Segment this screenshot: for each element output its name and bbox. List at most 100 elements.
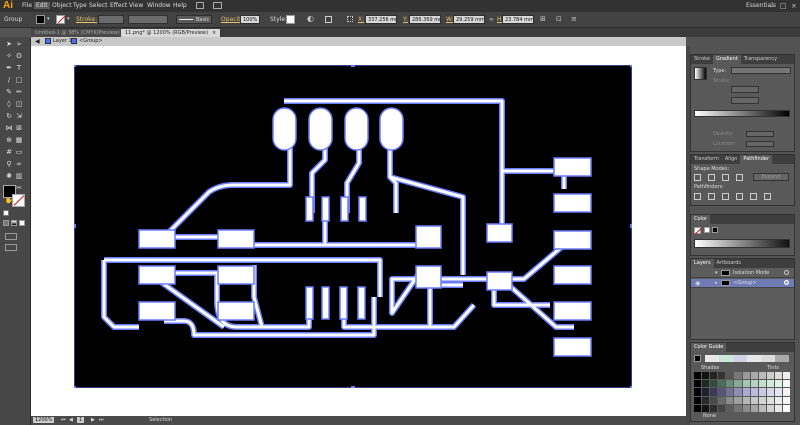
base-color-swatch[interactable] <box>694 355 701 362</box>
color-black-icon[interactable] <box>712 227 718 233</box>
workspace-switcher[interactable]: Essentials <box>745 2 776 9</box>
tab-color[interactable]: Color <box>691 215 711 224</box>
column-graph-tool-icon[interactable]: ▥ <box>15 172 23 180</box>
layer-row[interactable]: ▾ Isolation Mode <box>691 269 794 278</box>
stroke-weight-field[interactable] <box>98 15 124 24</box>
color-none-icon[interactable] <box>694 227 702 235</box>
breadcrumb-layer[interactable]: Layer 1 <box>53 38 72 44</box>
color-spectrum[interactable] <box>694 239 790 248</box>
target-icon[interactable] <box>784 280 789 285</box>
stroke-swatch[interactable] <box>56 15 66 24</box>
blend-tool-icon[interactable]: ∞ <box>16 160 22 168</box>
color-white-icon[interactable] <box>704 227 710 233</box>
last-artboard-icon[interactable]: ⏭ <box>99 417 104 423</box>
brush-definition[interactable]: Basic <box>176 15 212 24</box>
symbol-sprayer-tool-icon[interactable]: ✺ <box>6 172 12 180</box>
harmony-strip[interactable] <box>705 355 789 362</box>
recolor-artwork-icon[interactable]: ◐ <box>307 14 314 23</box>
pen-tool-icon[interactable]: ✒ <box>6 64 12 72</box>
tab-transparency[interactable]: Transparency <box>743 56 778 62</box>
tab-align[interactable]: Align <box>724 156 738 162</box>
transform-icon[interactable]: ⊞ <box>540 15 546 23</box>
color-mode-icon[interactable] <box>3 220 9 226</box>
type-tool-icon[interactable]: T <box>16 64 22 72</box>
perspective-grid-tool-icon[interactable]: ▦ <box>15 136 23 144</box>
screen-mode-icon[interactable] <box>5 244 17 251</box>
layer-name[interactable]: <Group> <box>733 280 757 286</box>
h-field[interactable]: 23.784 mm <box>502 15 534 24</box>
bridge-icon[interactable] <box>196 2 204 9</box>
arrange-documents-icon[interactable] <box>213 2 222 9</box>
stroke-color-icon[interactable] <box>12 194 25 207</box>
slice-tool-icon[interactable]: ✂ <box>16 184 22 192</box>
y-label[interactable]: Y: <box>403 16 408 23</box>
scale-tool-icon[interactable]: ⇲ <box>16 112 22 120</box>
expand-button[interactable]: Expand <box>753 173 789 181</box>
graphic-style-swatch[interactable] <box>286 15 295 24</box>
minimize-icon[interactable]: – <box>770 2 774 10</box>
link-icon[interactable]: ∞ <box>489 16 494 23</box>
maximize-icon[interactable]: □ <box>780 2 787 10</box>
tab-pathfinder[interactable]: Pathfinder <box>740 155 773 164</box>
pcb-artwork[interactable] <box>74 65 632 388</box>
gradient-tool-icon[interactable]: ▭ <box>15 148 23 156</box>
direct-selection-tool-icon[interactable]: ➢ <box>16 40 22 48</box>
drawing-mode-icon[interactable] <box>5 233 17 240</box>
intersect-icon[interactable] <box>722 174 729 181</box>
menu-file[interactable]: File <box>22 2 33 9</box>
chevron-down-icon[interactable]: ▾ <box>47 16 50 22</box>
rotate-tool-icon[interactable]: ↻ <box>6 112 12 120</box>
exclude-icon[interactable] <box>736 174 743 181</box>
opacity-field[interactable]: 100% <box>240 15 260 24</box>
align-icon[interactable] <box>325 16 332 23</box>
gradient-opacity-field[interactable] <box>746 131 774 137</box>
tab-transform[interactable]: Transform <box>694 156 719 162</box>
eye-icon[interactable]: ◉ <box>695 280 701 287</box>
lasso-tool-icon[interactable]: ʘ <box>16 52 22 60</box>
divide-icon[interactable] <box>694 193 701 200</box>
close-icon[interactable]: × <box>212 30 217 36</box>
tab-color-guide[interactable]: Color Guide <box>691 343 727 352</box>
tab-11-png[interactable]: 11.png* @ 1200% (RGB/Preview)× <box>121 29 222 37</box>
canvas[interactable] <box>31 46 686 416</box>
chevron-down-icon[interactable]: ▾ <box>67 16 70 22</box>
tab-stroke[interactable]: Stroke <box>694 56 710 62</box>
artboard-number[interactable]: 1 <box>77 417 85 423</box>
line-tool-icon[interactable]: / <box>7 76 11 84</box>
rectangle-tool-icon[interactable]: □ <box>15 76 23 84</box>
h-label[interactable]: H: <box>497 16 504 23</box>
expand-triangle-icon[interactable]: ▸ <box>715 280 718 286</box>
hand-tool-icon[interactable]: ✋ <box>4 196 14 204</box>
close-icon[interactable]: × <box>791 2 797 10</box>
reference-point-icon[interactable] <box>347 16 353 22</box>
more-options-icon[interactable]: ≡ <box>571 15 577 23</box>
pencil-tool-icon[interactable]: ✏ <box>16 88 22 96</box>
paintbrush-tool-icon[interactable]: ✎ <box>6 88 12 96</box>
trim-icon[interactable] <box>708 193 715 200</box>
merge-icon[interactable] <box>722 193 729 200</box>
mesh-tool-icon[interactable]: # <box>6 148 12 156</box>
next-artboard-icon[interactable]: ▶ <box>91 417 95 423</box>
stroke-weight-label[interactable]: Stroke: <box>76 16 98 23</box>
eraser-tool-icon[interactable]: ◫ <box>15 100 23 108</box>
gradient-aspect-field[interactable] <box>731 97 759 104</box>
shape-builder-tool-icon[interactable]: ⊕ <box>6 136 12 144</box>
isolate-group-icon[interactable]: ⊡ <box>556 15 562 23</box>
menu-view[interactable]: View <box>129 2 144 9</box>
menu-edit[interactable]: Edit <box>34 2 50 9</box>
first-artboard-icon[interactable]: ⏮ <box>61 417 66 423</box>
back-arrow-icon[interactable]: ◀ <box>35 38 40 45</box>
width-tool-icon[interactable]: ⋈ <box>5 124 13 132</box>
selection-tool-icon[interactable]: ➤ <box>6 40 12 48</box>
expand-triangle-icon[interactable]: ▾ <box>715 270 718 276</box>
magic-wand-tool-icon[interactable]: ✧ <box>6 52 12 60</box>
gradient-mode-icon[interactable] <box>11 220 17 226</box>
menu-type[interactable]: Type <box>73 2 87 9</box>
layer-row[interactable]: ◉ ▸ <Group> <box>691 279 794 288</box>
tab-untitled[interactable]: Untitled-1 @ 38% (CMYK/Preview)× <box>31 29 134 37</box>
layer-name[interactable]: Isolation Mode <box>733 270 770 276</box>
opacity-label[interactable]: Opacity: <box>221 16 246 23</box>
outline-icon[interactable] <box>750 193 757 200</box>
x-label[interactable]: X: <box>358 16 365 23</box>
unite-icon[interactable] <box>694 174 701 181</box>
